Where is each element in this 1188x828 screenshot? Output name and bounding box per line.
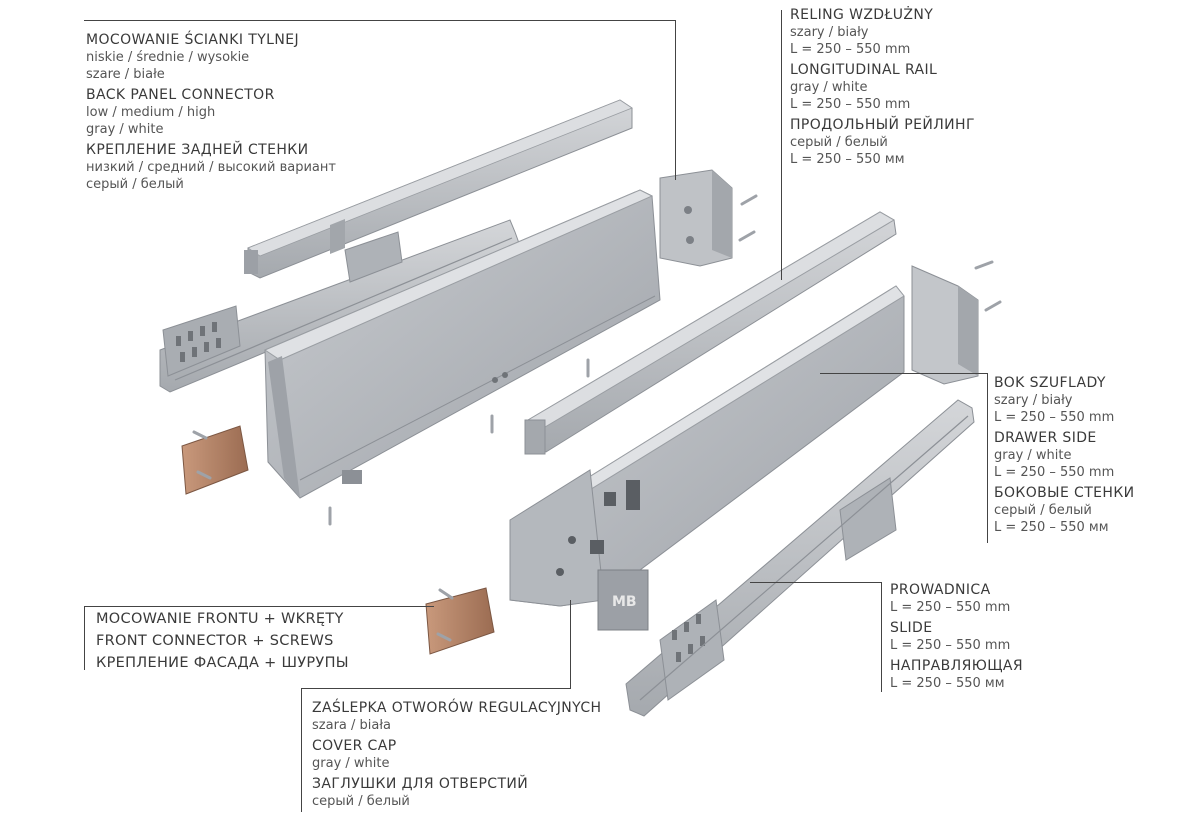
slide-length-ru: L = 250 – 550 мм: [890, 676, 1005, 691]
side-title-en: DRAWER SIDE: [994, 430, 1097, 446]
side-colors-ru: серый / белый: [994, 503, 1092, 518]
slide-title-ru: НАПРАВЛЯЮЩАЯ: [890, 658, 1024, 674]
cap-colors-ru: серый / белый: [312, 794, 410, 809]
back-panel-colors-pl: szare / białe: [86, 67, 165, 82]
leader-cover-h: [301, 688, 571, 689]
leader-cover: [301, 688, 302, 812]
front-title-pl: MOCOWANIE FRONTU + WKRĘTY: [96, 611, 344, 627]
cover-cap: [597, 569, 649, 631]
back-panel-title-ru: КРЕПЛЕНИЕ ЗАДНЕЙ СТЕНКИ: [86, 142, 309, 158]
back-panel-title-en: BACK PANEL CONNECTOR: [86, 87, 275, 103]
leader-front-v: [84, 606, 85, 670]
back-panel-colors-ru: серый / белый: [86, 177, 184, 192]
rail-length-pl: L = 250 – 550 mm: [790, 42, 911, 57]
longitudinal-rail: [524, 211, 897, 455]
leader-cover-v2: [570, 600, 571, 689]
rail-colors-pl: szary / biały: [790, 25, 869, 40]
right-slide: [625, 399, 975, 717]
front-connector-left: [181, 425, 249, 495]
drawer-side-screws: [974, 260, 1002, 312]
side-colors-pl: szary / biały: [994, 393, 1073, 408]
slide-title-pl: PROWADNICA: [890, 582, 991, 598]
cap-title-pl: ZAŚLEPKA OTWORÓW REGULACYJNYCH: [312, 700, 602, 716]
rail-colors-ru: серый / белый: [790, 135, 888, 150]
side-title-ru: БОКОВЫЕ СТЕНКИ: [994, 485, 1135, 501]
slide-length-pl: L = 250 – 550 mm: [890, 600, 1011, 615]
rail-length-ru: L = 250 – 550 мм: [790, 152, 905, 167]
rail-colors-en: gray / white: [790, 80, 868, 95]
front-connector-right: [425, 587, 495, 655]
rail-title-pl: RELING WZDŁUŻNY: [790, 7, 934, 23]
rail-title-ru: ПРОДОЛЬНЫЙ РЕЙЛИНГ: [790, 117, 975, 133]
side-length-pl: L = 250 – 550 mm: [994, 410, 1115, 425]
slide-title-en: SLIDE: [890, 620, 933, 636]
back-panel-connector: [659, 169, 733, 267]
back-panel-title-pl: MOCOWANIE ŚCIANKI TYLNEJ: [86, 32, 299, 48]
back-panel-variants-pl: niskie / średnie / wysokie: [86, 50, 250, 65]
slide-length-en: L = 250 – 550 mm: [890, 638, 1011, 653]
back-panel-variants-ru: низкий / средний / высокий вариант: [86, 160, 336, 175]
cap-title-ru: ЗАГЛУШКИ ДЛЯ ОТВЕРСТИЙ: [312, 776, 529, 792]
back-longitudinal-rail: [244, 99, 633, 279]
rail-length-en: L = 250 – 550 mm: [790, 97, 911, 112]
rail-title-en: LONGITUDINAL RAIL: [790, 62, 938, 78]
back-panel-colors-en: gray / white: [86, 122, 164, 137]
brand-logo: MB: [612, 594, 637, 610]
right-drawer-side: [509, 285, 905, 631]
side-length-ru: L = 250 – 550 мм: [994, 520, 1109, 535]
leader-slide-v: [881, 582, 882, 692]
back-connector-screws: [738, 194, 758, 242]
left-drawer-side: [263, 189, 661, 499]
callout-longitudinal-rail: RELING WZDŁUŻNY szary / biały L = 250 – …: [790, 7, 975, 168]
back-panel-variants-en: low / medium / high: [86, 105, 216, 120]
callout-front-connector: MOCOWANIE FRONTU + WKRĘTY FRONT CONNECTO…: [96, 608, 349, 674]
side-colors-en: gray / white: [994, 448, 1072, 463]
leader-drawer-side: [820, 373, 988, 374]
callout-drawer-side: BOK SZUFLADY szary / biały L = 250 – 550…: [994, 375, 1135, 536]
cap-colors-en: gray / white: [312, 756, 390, 771]
callout-cover-cap: ZAŚLEPKA OTWORÓW REGULACYJNYCH szara / b…: [312, 700, 601, 810]
front-title-ru: КРЕПЛЕНИЕ ФАСАДА + ШУРУПЫ: [96, 655, 349, 671]
side-title-pl: BOK SZUFLADY: [994, 375, 1106, 391]
side-length-en: L = 250 – 550 mm: [994, 465, 1115, 480]
callout-back-panel-connector: MOCOWANIE ŚCIANKI TYLNEJ niskie / średni…: [86, 32, 336, 193]
cap-colors-pl: szara / biała: [312, 718, 392, 733]
callout-slide: PROWADNICA L = 250 – 550 mm SLIDE L = 25…: [890, 582, 1023, 692]
left-slide: [159, 219, 521, 393]
drawer-side-back-connector: [911, 265, 979, 385]
leader-drawer-side-v: [987, 373, 988, 543]
leader-slide: [750, 582, 882, 583]
leader-rail-v: [781, 10, 782, 280]
leader-front: [84, 606, 434, 607]
cap-title-en: COVER CAP: [312, 738, 397, 754]
front-title-en: FRONT CONNECTOR + SCREWS: [96, 633, 334, 649]
loose-screws: [328, 358, 590, 526]
leader-back-panel-v: [675, 20, 676, 180]
leader-back-panel: [84, 20, 676, 21]
